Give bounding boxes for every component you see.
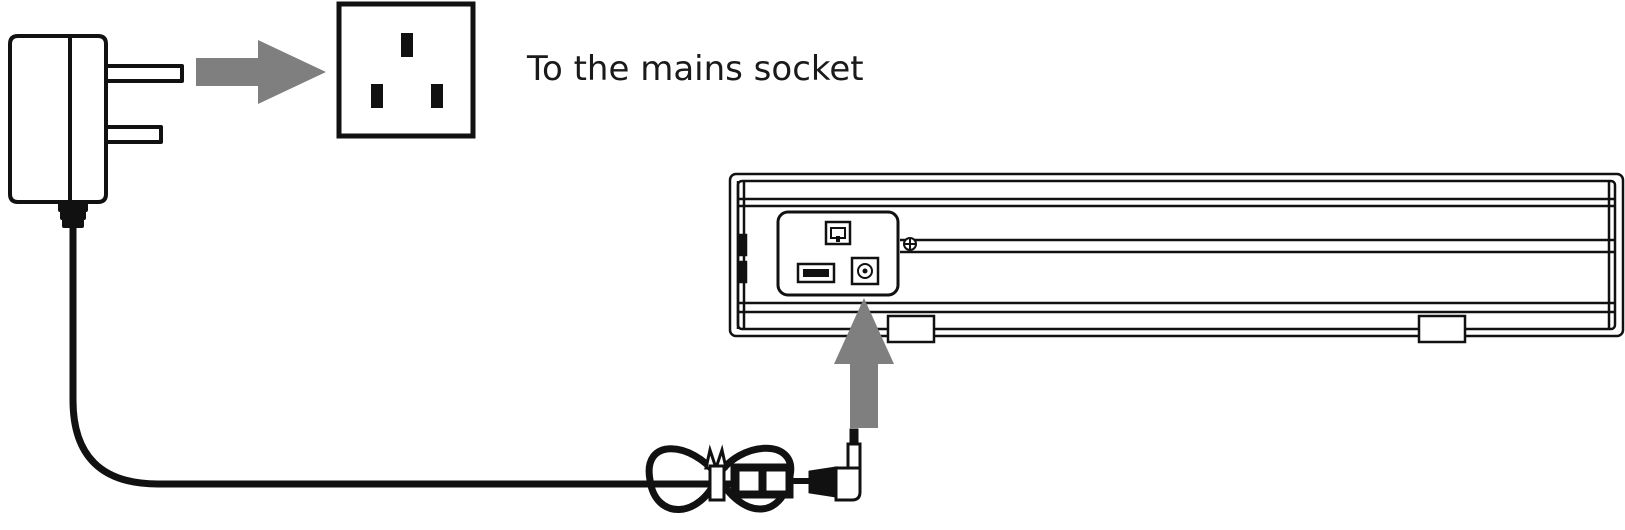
- arrow-up-icon: [834, 298, 894, 428]
- soundbar-foot-left: [886, 314, 936, 344]
- cable-tie: [704, 444, 728, 502]
- plug-prong-bottom: [104, 125, 163, 144]
- optical-port-icon: [824, 220, 852, 246]
- screw-icon: [903, 237, 917, 251]
- ferrite-bead: [730, 463, 810, 499]
- soundbar-foot-right: [1417, 314, 1467, 344]
- usb-port-icon: [796, 262, 836, 284]
- mains-socket-icon: [336, 1, 476, 139]
- power-adapter: [8, 34, 184, 228]
- dc-in-port-icon: [850, 256, 880, 286]
- power-cable: [69, 222, 739, 488]
- connector-panel: [776, 210, 900, 297]
- arrow-right-icon: [196, 40, 326, 104]
- plug-prong-top: [104, 64, 184, 83]
- mains-socket-label: To the mains socket: [526, 49, 864, 89]
- dc-barrel-plug: [808, 428, 862, 502]
- soundbar: [728, 172, 1625, 344]
